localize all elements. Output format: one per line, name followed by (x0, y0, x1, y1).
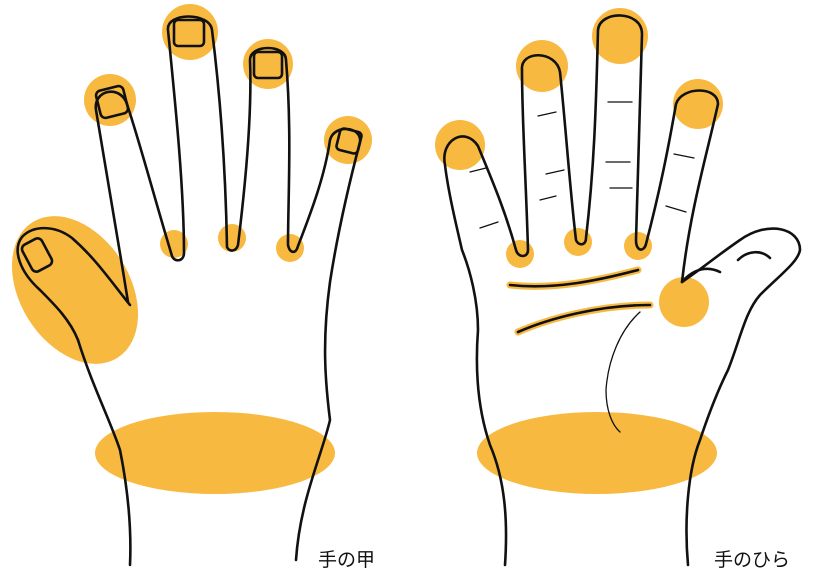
palm-illustration (435, 8, 800, 565)
palm-wrist-highlight (477, 412, 717, 494)
palm-label: 手のひら (714, 545, 790, 572)
palm-crease (546, 170, 564, 174)
palm-crease (538, 112, 556, 116)
back-of-hand-label: 手の甲 (318, 545, 375, 572)
palm-crease (470, 168, 486, 172)
palm-highlights (435, 8, 723, 494)
palm-crease (540, 196, 556, 200)
palm-thumb-tip-highlight (659, 277, 709, 327)
palm-crease (666, 206, 686, 212)
palm-head-line-highlight (518, 305, 650, 332)
back-of-hand-illustration (0, 4, 372, 565)
palm-crease (674, 154, 694, 158)
palm-thumb-crease (738, 252, 770, 260)
palm-index-tip-highlight (673, 79, 723, 129)
palm-crease (480, 222, 498, 228)
back-middle-knuckle-highlight (218, 224, 246, 252)
back-highlights (0, 4, 372, 494)
back-wrist-highlight (95, 412, 335, 494)
back-thumb-highlight (0, 193, 164, 387)
